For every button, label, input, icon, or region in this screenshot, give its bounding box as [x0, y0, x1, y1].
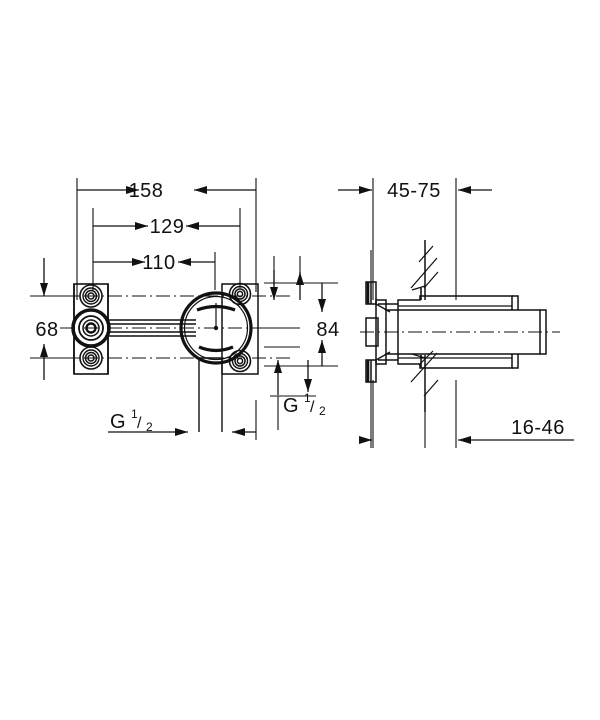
- valve-housing-circle: [179, 291, 253, 365]
- thread-callout-right: G 1 / 2: [283, 391, 326, 418]
- dimension-line-84-inner: [270, 270, 304, 300]
- dimension-label-68: 68: [35, 319, 58, 341]
- side-flange-reference-line: [370, 250, 426, 448]
- side-mounting-flange: [365, 281, 377, 383]
- outlet-dimension-extension: [270, 395, 316, 430]
- dimension-label-158: 158: [129, 180, 164, 202]
- dimension-label-16-46: 16-46: [511, 417, 565, 439]
- thread-callout-left: G 1 / 2: [110, 407, 153, 434]
- thread-left-letter: G: [110, 411, 126, 433]
- front-elevation-view: [30, 178, 338, 440]
- thread-right-slash: /: [310, 399, 315, 416]
- side-cartridge-lines: [398, 305, 512, 359]
- dimension-label-84: 84: [316, 319, 339, 341]
- left-inlet-connection: [71, 308, 111, 348]
- thread-right-denominator: 2: [319, 404, 326, 418]
- dimension-label-129: 129: [150, 216, 185, 238]
- lower-outlet-stub: [198, 357, 223, 432]
- side-section-view: [338, 178, 574, 448]
- thread-left-denominator: 2: [146, 420, 153, 434]
- dimension-label-45-75: 45-75: [387, 180, 441, 202]
- thread-right-numerator: 1: [304, 391, 311, 405]
- side-flange-transition: [375, 303, 398, 361]
- front-view-centre-lines: [60, 295, 290, 359]
- thread-left-numerator: 1: [131, 407, 138, 421]
- dimension-label-110: 110: [142, 252, 175, 274]
- front-view-extension-lines: [76, 178, 257, 300]
- side-view-extension-lines: [372, 178, 457, 448]
- outlet-dimension-arrows: [274, 360, 312, 395]
- thread-right-letter: G: [283, 395, 299, 417]
- left-plate-top-bolt: [79, 284, 103, 308]
- thread-left-slash: /: [137, 415, 142, 432]
